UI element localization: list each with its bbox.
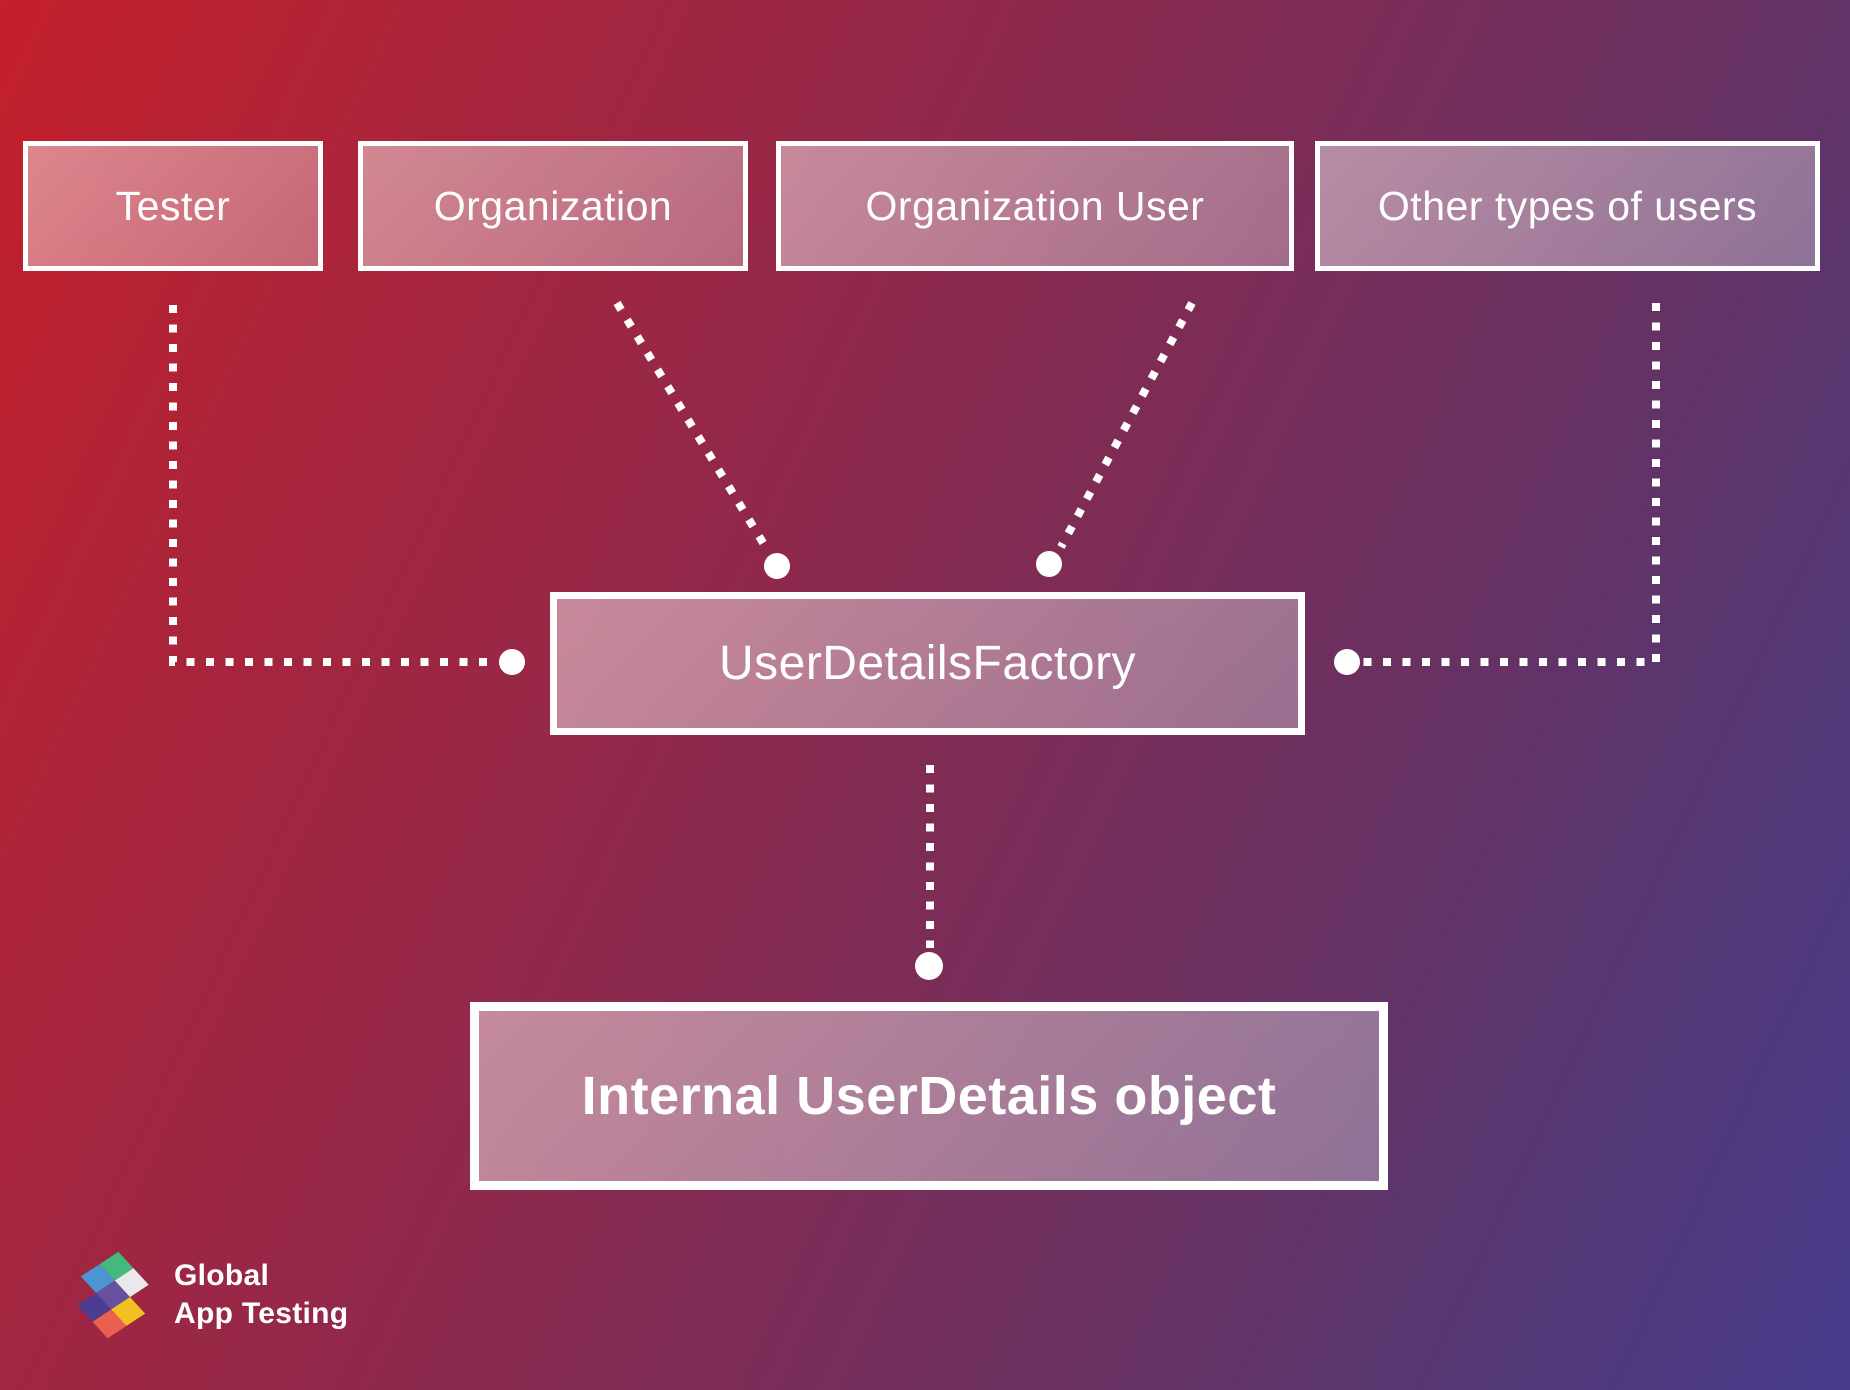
logo-face-green — [99, 1251, 134, 1281]
connector-endpoint-dot — [499, 649, 525, 675]
logo-face-white — [114, 1268, 149, 1298]
diagram-node-organization: Organization — [358, 141, 748, 271]
logo-line2: App Testing — [174, 1297, 349, 1330]
node-label: UserDetailsFactory — [718, 637, 1137, 690]
logo-face-orange — [92, 1309, 127, 1339]
connector-endpoint-dot — [1334, 649, 1360, 675]
node-label: Organization User — [865, 182, 1205, 229]
connector-factory-to-internal — [915, 765, 943, 980]
connector-line — [1362, 303, 1660, 666]
connector-other-users-to-factory — [1334, 303, 1660, 675]
connector-endpoint-dot — [915, 952, 943, 980]
connector-tester-to-factory — [169, 305, 525, 675]
connector-endpoint-dot — [764, 553, 790, 579]
connector-organization-user-to-factory — [1036, 301, 1196, 577]
logo-face-purple — [96, 1280, 130, 1310]
logo-wordmark: Global App Testing — [174, 1257, 348, 1333]
connector-organization-to-factory — [613, 300, 790, 579]
node-label: Other types of users — [1377, 182, 1758, 229]
diagram-node-userdetailsfactory: UserDetailsFactory — [550, 592, 1305, 735]
connector-endpoint-dot — [1036, 551, 1062, 577]
node-label: Tester — [115, 182, 231, 229]
connector-line — [1057, 301, 1196, 549]
logo-face-yellow — [111, 1297, 146, 1326]
diagram-node-organization-user: Organization User — [776, 141, 1294, 271]
logo-face-dark-purple — [77, 1292, 112, 1322]
node-label: Internal UserDetails object — [581, 1066, 1277, 1126]
global-app-testing-logo: Global App Testing — [70, 1248, 348, 1342]
diagram-node-internal-userdetails-object: Internal UserDetails object — [470, 1002, 1388, 1190]
diagram-node-tester: Tester — [23, 141, 323, 271]
diagram-node-other-types-of-users: Other types of users — [1315, 141, 1820, 271]
connector-line — [169, 305, 497, 666]
logo-line1: Global — [174, 1258, 270, 1292]
connector-line — [613, 300, 769, 549]
hexagon-cubes-icon — [77, 1251, 149, 1339]
logo-face-blue — [80, 1264, 115, 1293]
node-label: Organization — [433, 182, 673, 229]
